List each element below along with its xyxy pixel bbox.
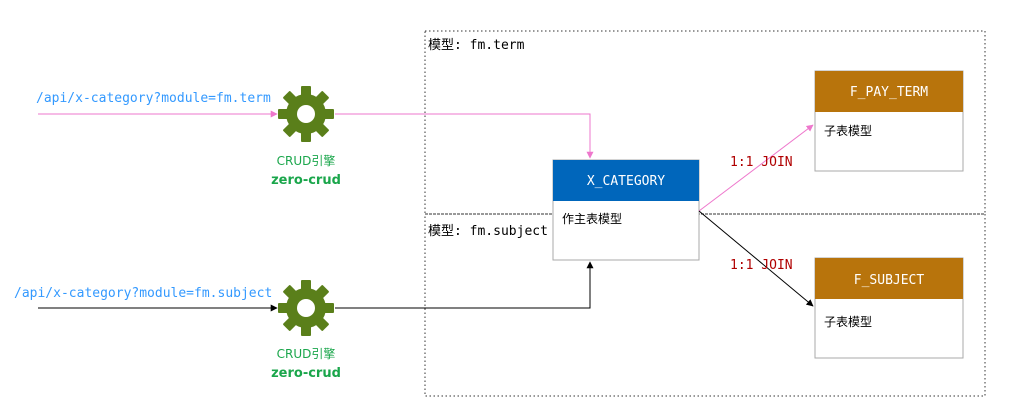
main-model-box[interactable]: X_CATEGORY 作主表模型 [552,159,700,261]
main-model-name: X_CATEGORY [587,174,665,189]
join-label-bottom: 1:1 JOIN [730,258,793,273]
sub-model-subject-body: 子表模型 [824,315,872,329]
main-model-body: 作主表模型 [562,212,622,226]
api-label-top[interactable]: /api/x-category?module=fm.term [36,91,271,106]
sub-model-pay-term-name: F_PAY_TERM [850,85,928,100]
region-fm-subject [424,213,986,397]
region-fm-term [424,30,986,215]
gear-icon [278,86,334,142]
sub-model-subject-header [815,258,963,299]
gear-icon [278,280,334,336]
arrow-engine-to-main-top [335,113,594,159]
engine-name-bottom: CRUD引擎 [277,346,336,361]
sub-model-subject-name: F_SUBJECT [854,273,925,288]
arrow-join-subject [698,210,814,307]
api-label-bottom[interactable]: /api/x-category?module=fm.subject [14,286,272,301]
sub-model-pay-term-body: 子表模型 [824,124,872,138]
main-model-header [553,160,699,201]
join-label-top: 1:1 JOIN [730,155,793,170]
sub-model-pay-term-header [815,71,963,112]
region-fm-term-label: 模型: fm.term [428,38,525,53]
sub-model-subject-box[interactable]: F_SUBJECT 子表模型 [814,257,964,359]
arrow-engine-to-main-bottom [335,261,594,309]
engine-id-bottom: zero-crud [271,366,341,381]
engine-name-top: CRUD引擎 [277,153,336,168]
sub-model-pay-term-box[interactable]: F_PAY_TERM 子表模型 [814,70,964,172]
arrow-join-pay-term [698,124,814,212]
engine-id-top: zero-crud [271,173,341,188]
region-fm-subject-label: 模型: fm.subject [428,224,548,239]
